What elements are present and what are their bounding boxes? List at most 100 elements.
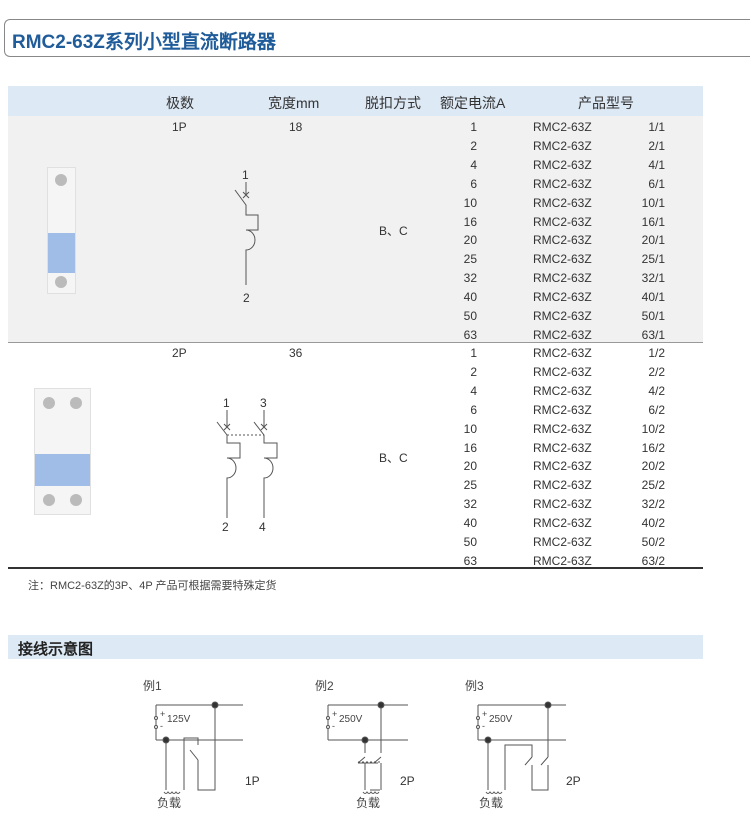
product-model: RMC2-63Z: [533, 383, 592, 398]
product-spec: 32/1: [641, 271, 665, 286]
product-model: RMC2-63Z: [533, 402, 592, 417]
product-spec: 32/2: [641, 497, 665, 512]
rated-current: 20: [463, 233, 477, 248]
product-model: RMC2-63Z: [533, 138, 592, 153]
header-poles: 极数: [166, 95, 194, 111]
svg-text:-: -: [332, 721, 335, 731]
rated-current: 40: [463, 516, 477, 531]
table-note: 注：RMC2-63Z的3P、4P 产品可根据需要特殊定货: [28, 580, 277, 592]
product-spec: 4/2: [648, 383, 665, 398]
svg-text:1: 1: [223, 396, 230, 410]
product-spec: 63/1: [641, 327, 665, 342]
product-model: RMC2-63Z: [533, 346, 592, 360]
example-label: 例1: [143, 679, 162, 693]
svg-text:+: +: [482, 709, 487, 719]
table-header: 极数 宽度mm 脱扣方式 额定电流A 产品型号: [8, 86, 703, 116]
product-model: RMC2-63Z: [533, 271, 592, 286]
product-model: RMC2-63Z: [533, 459, 592, 474]
product-spec: 2/1: [648, 138, 665, 153]
wiring-example-3-diagram: + - 250V 2P 负载: [476, 701, 581, 810]
symbol-2p-diagram: 1 3 2 4: [216, 396, 278, 533]
rated-current: 4: [470, 383, 477, 398]
product-spec: 1/1: [648, 120, 665, 134]
rated-current: 16: [463, 214, 477, 229]
poles-1p: 1P: [172, 120, 187, 134]
rated-current: 25: [463, 252, 477, 267]
product-model: RMC2-63Z: [533, 309, 592, 323]
product-spec: 6/1: [648, 176, 665, 191]
product-model: RMC2-63Z: [533, 478, 592, 493]
rated-current: 50: [463, 309, 477, 323]
rated-current: 32: [463, 497, 477, 512]
product-spec: 6/2: [648, 402, 665, 417]
rated-current: 1: [470, 346, 477, 360]
svg-text:2: 2: [243, 291, 250, 305]
product-model: RMC2-63Z: [533, 252, 592, 267]
svg-text:2P: 2P: [400, 774, 415, 788]
product-model: RMC2-63Z: [533, 290, 592, 305]
header-model: 产品型号: [578, 95, 634, 111]
product-spec: 25/1: [641, 252, 665, 267]
rated-current: 6: [470, 402, 477, 417]
svg-text:250V: 250V: [489, 714, 513, 725]
product-model: RMC2-63Z: [533, 120, 592, 134]
trip-2p: B、C: [379, 451, 408, 465]
page-title: RMC2-63Z系列小型直流断路器: [12, 32, 276, 53]
product-spec: 63/2: [641, 553, 665, 568]
product-spec: 20/2: [641, 459, 665, 474]
svg-text:2P: 2P: [566, 774, 581, 788]
wiring-section-title: 接线示意图: [18, 641, 94, 658]
product-model: RMC2-63Z: [533, 214, 592, 229]
rated-current: 4: [470, 157, 477, 172]
rated-current: 20: [463, 459, 477, 474]
product-model: RMC2-63Z: [533, 535, 592, 549]
wiring-section-header: 接线示意图: [8, 635, 703, 659]
table-group-1p: [8, 116, 703, 343]
header-trip: 脱扣方式: [365, 95, 421, 111]
rated-current: 6: [470, 176, 477, 191]
rated-current: 40: [463, 290, 477, 305]
product-spec: 25/2: [641, 478, 665, 493]
width-2p: 36: [289, 346, 303, 360]
rated-current: 16: [463, 440, 477, 455]
rated-current: 63: [463, 553, 477, 568]
product-spec: 50/1: [641, 309, 665, 323]
svg-text:2: 2: [222, 520, 229, 533]
symbol-1p-diagram: 1 2: [234, 168, 259, 305]
product-spec: 16/1: [641, 214, 665, 229]
title-box: [4, 19, 750, 57]
product-spec: 20/1: [641, 233, 665, 248]
rated-current: 10: [463, 195, 477, 210]
product-model: RMC2-63Z: [533, 421, 592, 436]
wiring-example-2-diagram: + - 250V 2P 负载: [326, 701, 415, 810]
table-group-2p: [8, 342, 703, 569]
svg-text:+: +: [160, 709, 165, 719]
svg-text:125V: 125V: [167, 714, 191, 725]
svg-text:4: 4: [259, 520, 266, 533]
rated-current: 63: [463, 327, 477, 342]
svg-text:1: 1: [242, 168, 249, 182]
svg-text:负载: 负载: [356, 796, 380, 810]
svg-text:负载: 负载: [479, 796, 503, 810]
product-model: RMC2-63Z: [533, 195, 592, 210]
wiring-example-1-diagram: + - 125V 1P 负载: [154, 701, 260, 810]
product-spec: 40/2: [641, 516, 665, 531]
product-spec: 10/2: [641, 421, 665, 436]
svg-text:250V: 250V: [339, 714, 363, 725]
product-model: RMC2-63Z: [533, 497, 592, 512]
svg-text:1P: 1P: [245, 774, 260, 788]
rated-current: 32: [463, 271, 477, 286]
rated-current: 2: [470, 138, 477, 153]
rated-current: 10: [463, 421, 477, 436]
product-spec: 4/1: [648, 157, 665, 172]
product-spec: 50/2: [641, 535, 665, 549]
product-model: RMC2-63Z: [533, 157, 592, 172]
width-1p: 18: [289, 120, 303, 134]
product-spec: 1/2: [648, 346, 665, 360]
svg-text:负载: 负载: [157, 796, 181, 810]
poles-2p: 2P: [172, 346, 187, 360]
svg-text:-: -: [160, 721, 163, 731]
product-model: RMC2-63Z: [533, 233, 592, 248]
svg-text:-: -: [482, 721, 485, 731]
